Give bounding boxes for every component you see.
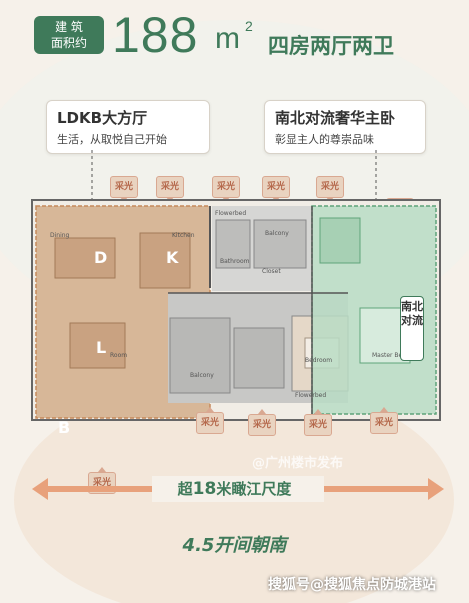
area-value: 188 [112,7,199,63]
room-label-balcony-bottom: Balcony [190,372,214,379]
sun-marker-bottom-3: 采光 [304,409,332,436]
floor-plan [31,199,441,421]
river-view-text: 超18米瞰江尺度 [0,474,469,504]
sun-marker-1: 采光 [110,176,138,202]
letter-b: B [58,418,71,437]
sun-marker-bottom-1: 采光 [196,407,224,434]
callout-master-title: 南北对流奢华主卧 [275,109,396,127]
river-width-arrow [32,476,444,502]
river-view-suffix: 米瞰江尺度 [216,480,292,498]
sun-marker-bottom-4: 采光 [370,407,398,434]
room-label-balcony: Balcony [265,230,289,237]
letter-k: K [166,248,179,267]
sun-marker-5: 采光 [316,176,344,202]
area-badge: 建 筑 面积约 [34,16,104,54]
river-view-prefix: 超 [177,480,193,498]
south-facing-text: 4.5开间朝南 [182,535,287,556]
letter-d: D [94,248,108,267]
room-label-master-bedroom: Master Bedroom [372,352,422,359]
room-label-dining: Dining [50,232,70,239]
area-unit: m [215,22,240,55]
area-badge-line2: 面积约 [50,36,87,50]
room-label-flowerbed: Flowerbed [215,210,247,217]
watermark-bottom: 搜狐号@搜狐焦点防城港站 [268,577,436,593]
room-label-flowerbed-bottom: Flowerbed [295,392,327,399]
callout-ldkb-subtitle: 生活，从取悦自己开始 [57,133,167,146]
room-label-room: Room [110,352,128,359]
callout-ldkb: LDKB大方厅 生活，从取悦自己开始 [46,100,210,154]
callout-ldkb-title: LDKB大方厅 [57,109,148,127]
room-label-bedroom: Bedroom [305,357,333,364]
area-badge-line1: 建 筑 [55,20,83,34]
callout-master-subtitle: 彰显主人的尊崇品味 [275,133,374,146]
sun-marker-bottom-2: 采光 [248,409,276,436]
sun-marker-4: 采光 [262,176,290,202]
room-label-kitchen: Kitchen [172,232,195,239]
letter-l: L [96,338,107,357]
room-label-closet: Closet [262,268,281,275]
sun-marker-2: 采光 [156,176,184,202]
callout-master: 南北对流奢华主卧 彰显主人的尊崇品味 [264,100,426,154]
watermark-mid: @广州楼市发布 [252,456,344,471]
area-unit-superscript: 2 [245,18,253,34]
north-south-label: 南北对流 [400,296,424,361]
sun-marker-3: 采光 [212,176,240,202]
room-label-bathroom: Bathroom [220,258,250,265]
layout-type: 四房两厅两卫 [268,34,394,58]
river-view-number: 18 [192,479,217,499]
